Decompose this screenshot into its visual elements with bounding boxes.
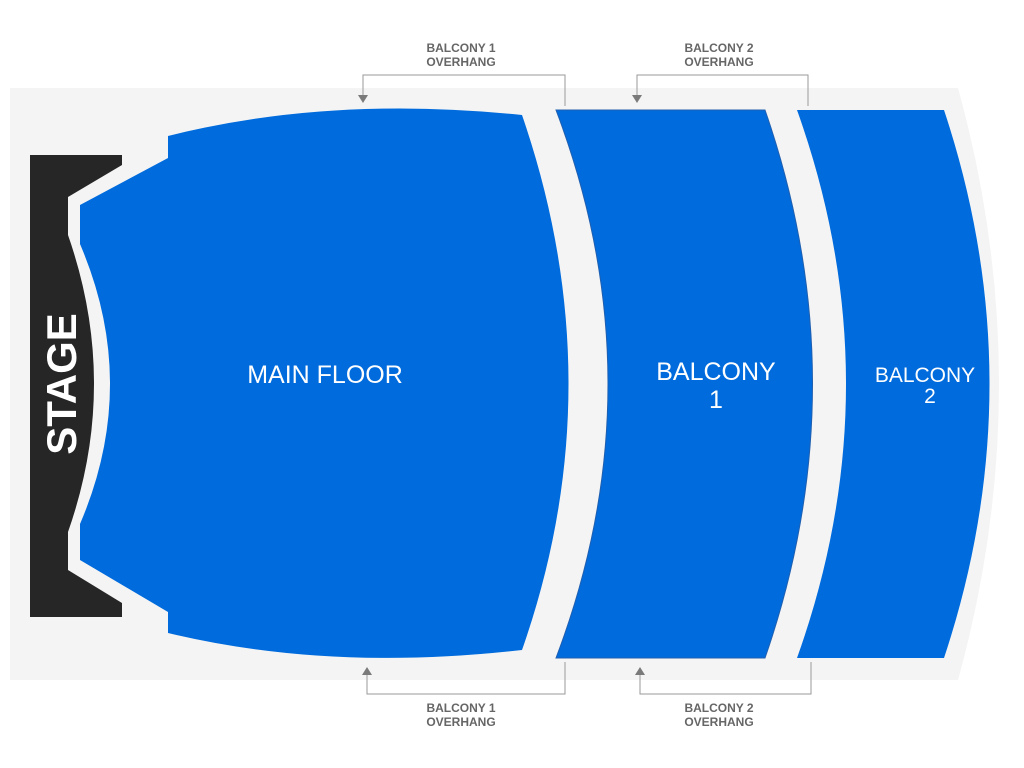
overhang-label-line1: BALCONY 2 — [684, 701, 753, 715]
balcony-1-shape[interactable] — [555, 109, 813, 659]
stage-area — [30, 155, 122, 617]
overhang-label-line1: BALCONY 1 — [426, 701, 495, 715]
overhang-arrow-down-icon — [632, 95, 642, 103]
overhang-label-line2: OVERHANG — [426, 715, 495, 729]
overhang-bracket — [362, 74, 566, 106]
overhang-label-line2: OVERHANG — [684, 55, 753, 69]
overhang-label-line1: BALCONY 1 — [426, 41, 495, 55]
overhang-callout-balcony2-bottom: BALCONY 2 OVERHANG — [635, 662, 812, 729]
balcony-2-shape[interactable] — [797, 110, 990, 658]
overhang-arrow-up-icon — [635, 667, 645, 675]
stage-label: STAGE — [38, 313, 85, 455]
overhang-arrow-down-icon — [358, 95, 368, 103]
section-main-floor[interactable]: MAIN FLOOR — [80, 108, 569, 658]
main-floor-shape[interactable] — [80, 108, 569, 658]
overhang-callout-balcony1-top: BALCONY 1 OVERHANG — [358, 41, 566, 106]
overhang-label-line2: OVERHANG — [426, 55, 495, 69]
overhang-bracket — [366, 662, 566, 695]
overhang-bracket — [639, 662, 812, 695]
overhang-label-line1: BALCONY 2 — [684, 41, 753, 55]
overhang-label-line2: OVERHANG — [684, 715, 753, 729]
overhang-callout-balcony2-top: BALCONY 2 OVERHANG — [632, 41, 809, 106]
overhang-callout-balcony1-bottom: BALCONY 1 OVERHANG — [362, 662, 566, 729]
overhang-bracket — [636, 74, 809, 106]
overhang-arrow-up-icon — [362, 667, 372, 675]
